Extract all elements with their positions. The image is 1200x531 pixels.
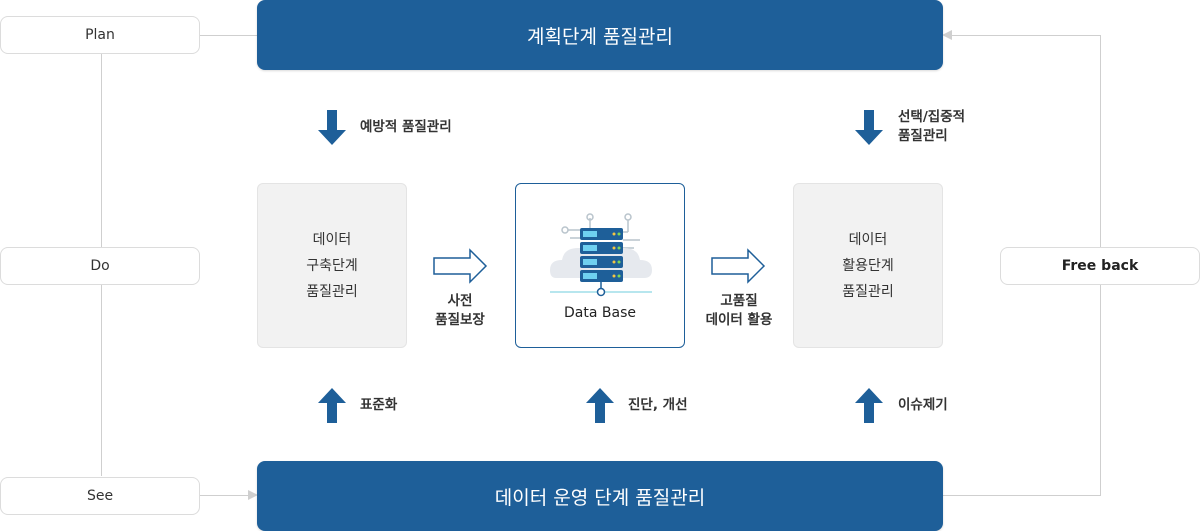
issue-label: 이슈제기 <box>898 397 948 413</box>
database-box: Data Base <box>515 183 685 348</box>
see-arrowhead <box>248 490 258 500</box>
pre-quality-label: 사전 품질보장 <box>420 292 500 330</box>
high-quality-label: 고품질 데이터 활용 <box>693 292 785 330</box>
do-label: Do <box>0 247 200 285</box>
high-quality-line2: 데이터 활용 <box>705 312 773 328</box>
see-label: See <box>0 477 200 515</box>
high-quality-line1: 고품질 <box>720 293 758 309</box>
use-stage-line2: 활용단계 <box>842 257 894 274</box>
database-label: Data Base <box>564 305 636 321</box>
feedback-label: Free back <box>1000 247 1200 285</box>
plan-connector <box>200 35 258 36</box>
down-arrow-left <box>318 110 346 145</box>
use-stage-line3: 품질관리 <box>842 283 894 300</box>
selective-quality-line1: 선택/집중적 <box>898 109 966 125</box>
preventive-quality-label: 예방적 품질관리 <box>360 119 452 135</box>
use-stage-line1: 데이터 <box>848 231 888 248</box>
pre-quality-line1: 사전 <box>447 293 473 309</box>
up-arrow-right <box>855 388 883 423</box>
up-arrow-center <box>586 388 614 423</box>
build-stage-line2: 구축단계 <box>306 257 358 274</box>
build-stage-line3: 품질관리 <box>306 283 358 300</box>
database-server-icon <box>550 213 652 297</box>
diagnosis-label: 진단, 개선 <box>628 397 688 413</box>
selective-quality-label: 선택/집중적 품질관리 <box>898 108 965 146</box>
feedback-arrowhead <box>942 30 952 40</box>
down-arrow-right <box>855 110 883 145</box>
up-arrow-left <box>318 388 346 423</box>
right-arrow-right <box>711 248 766 284</box>
build-stage-line1: 데이터 <box>312 231 352 248</box>
build-stage-box: 데이터 구축단계 품질관리 <box>257 183 407 348</box>
feedback-bottom-line <box>942 495 1101 496</box>
right-arrow-left <box>433 248 488 284</box>
pre-quality-line2: 품질보장 <box>435 312 485 328</box>
see-connector <box>200 495 250 496</box>
use-stage-box: 데이터 활용단계 품질관리 <box>793 183 943 348</box>
operation-stage-band: 데이터 운영 단계 품질관리 <box>257 461 943 531</box>
feedback-top-line <box>952 35 1101 36</box>
plan-label: Plan <box>0 16 200 54</box>
standardization-label: 표준화 <box>360 397 398 413</box>
plan-stage-band: 계획단계 품질관리 <box>257 0 943 70</box>
selective-quality-line2: 품질관리 <box>898 128 948 144</box>
